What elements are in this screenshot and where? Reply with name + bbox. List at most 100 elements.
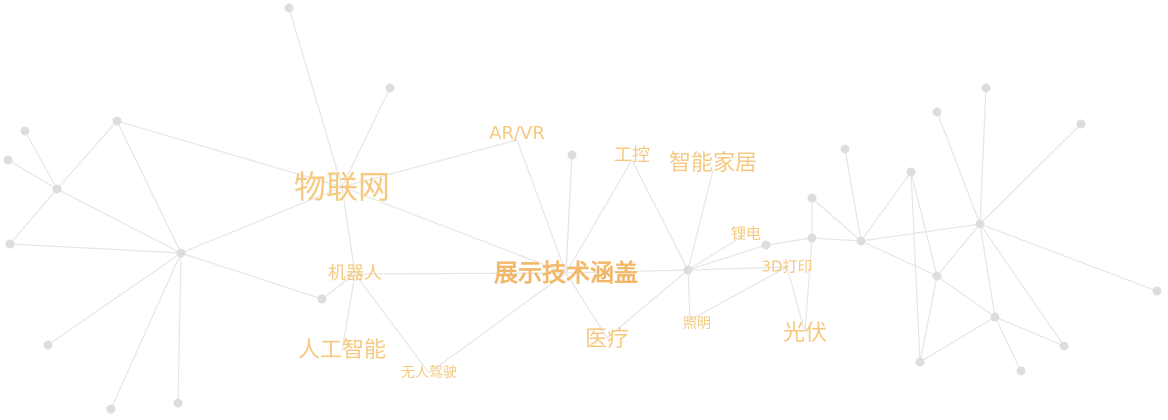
network-edge xyxy=(687,266,788,271)
network-edge xyxy=(811,197,862,242)
network-node xyxy=(807,233,817,243)
network-node xyxy=(173,398,183,408)
network-edge xyxy=(687,169,714,271)
network-edge xyxy=(24,130,58,190)
network-edge xyxy=(116,120,182,254)
network-edge xyxy=(936,275,996,318)
network-edge xyxy=(116,120,343,188)
network-node xyxy=(5,239,15,249)
network-node xyxy=(317,294,327,304)
network-edge xyxy=(936,111,981,225)
network-node xyxy=(1059,341,1069,351)
network-edge xyxy=(9,243,182,254)
network-edge xyxy=(631,159,689,271)
network-node xyxy=(112,116,122,126)
network-edge xyxy=(811,237,862,242)
label-ai: 人工智能 xyxy=(297,338,387,363)
network-edge xyxy=(354,273,430,374)
network-edge xyxy=(9,188,58,245)
network-node xyxy=(52,184,62,194)
network-edge xyxy=(919,316,996,363)
network-edge xyxy=(565,159,633,274)
network-node xyxy=(176,248,186,258)
network-node xyxy=(990,312,1000,322)
network-node xyxy=(981,83,991,93)
network-edge xyxy=(516,139,567,274)
network-node xyxy=(683,265,693,275)
network-edge xyxy=(979,223,996,318)
network-node xyxy=(1076,119,1086,129)
network-edge xyxy=(341,273,356,352)
network-node xyxy=(385,83,395,93)
label-center: 展示技术涵盖 xyxy=(494,259,638,287)
network-edge xyxy=(860,240,938,277)
network-node xyxy=(567,150,577,160)
network-edge xyxy=(321,273,356,300)
network-edge xyxy=(786,266,806,333)
network-edge xyxy=(180,252,323,300)
network-node xyxy=(856,236,866,246)
label-robot: 机器人 xyxy=(328,263,382,284)
network-edge xyxy=(979,123,1082,225)
network-node xyxy=(1016,366,1026,376)
network-edge xyxy=(341,87,391,188)
network-node xyxy=(43,340,53,350)
network-edge xyxy=(910,171,921,363)
label-arvr: AR/VR xyxy=(489,123,545,144)
network-node xyxy=(807,193,817,203)
network-node xyxy=(915,357,925,367)
network-edge xyxy=(177,252,182,404)
network-edge xyxy=(979,87,987,225)
label-3dprint: 3D打印 xyxy=(761,257,813,276)
network-edge xyxy=(979,223,1158,292)
network-edge xyxy=(687,244,767,271)
network-edge xyxy=(860,223,981,242)
label-autodrive: 无人驾驶 xyxy=(401,365,457,381)
label-lithium: 锂电 xyxy=(730,224,762,243)
network-edge xyxy=(804,237,813,333)
network-edge xyxy=(606,269,689,339)
network-node xyxy=(932,107,942,117)
network-node xyxy=(106,404,116,414)
network-edge xyxy=(341,186,356,275)
network-edge xyxy=(860,171,912,242)
network-edge xyxy=(910,171,938,277)
network-node xyxy=(3,155,13,165)
label-iot: 物联网 xyxy=(293,168,391,206)
network-node xyxy=(761,240,771,250)
network-edge xyxy=(180,186,343,254)
network-edge xyxy=(919,275,938,363)
label-smarthome: 智能家居 xyxy=(668,151,758,176)
network-edge xyxy=(565,272,608,339)
network-node xyxy=(1152,286,1162,296)
network-edge xyxy=(979,223,1065,347)
network-edge xyxy=(565,269,689,274)
network-edge xyxy=(341,139,518,188)
network-edge xyxy=(844,148,862,242)
network-edge xyxy=(56,120,118,190)
network-node xyxy=(906,167,916,177)
network-edge xyxy=(110,252,182,410)
network-edge xyxy=(56,188,182,254)
network-edge xyxy=(354,272,567,275)
network-node xyxy=(20,126,30,136)
network-edge xyxy=(428,272,567,374)
network-node xyxy=(284,3,294,13)
label-pv: 光伏 xyxy=(782,321,828,346)
network-node xyxy=(932,271,942,281)
network-edge xyxy=(565,154,573,274)
network-edge xyxy=(687,233,747,271)
label-lighting: 照明 xyxy=(683,316,711,332)
network-edge xyxy=(687,269,691,321)
network-edge xyxy=(7,159,58,190)
network-edge xyxy=(288,7,343,188)
network-edge xyxy=(994,316,1022,372)
label-industrial: 工控 xyxy=(614,145,650,166)
network-edge xyxy=(936,223,981,277)
network-edge xyxy=(47,252,182,346)
network-node xyxy=(975,219,985,229)
network-edge xyxy=(994,316,1065,347)
network-edge xyxy=(341,186,567,274)
